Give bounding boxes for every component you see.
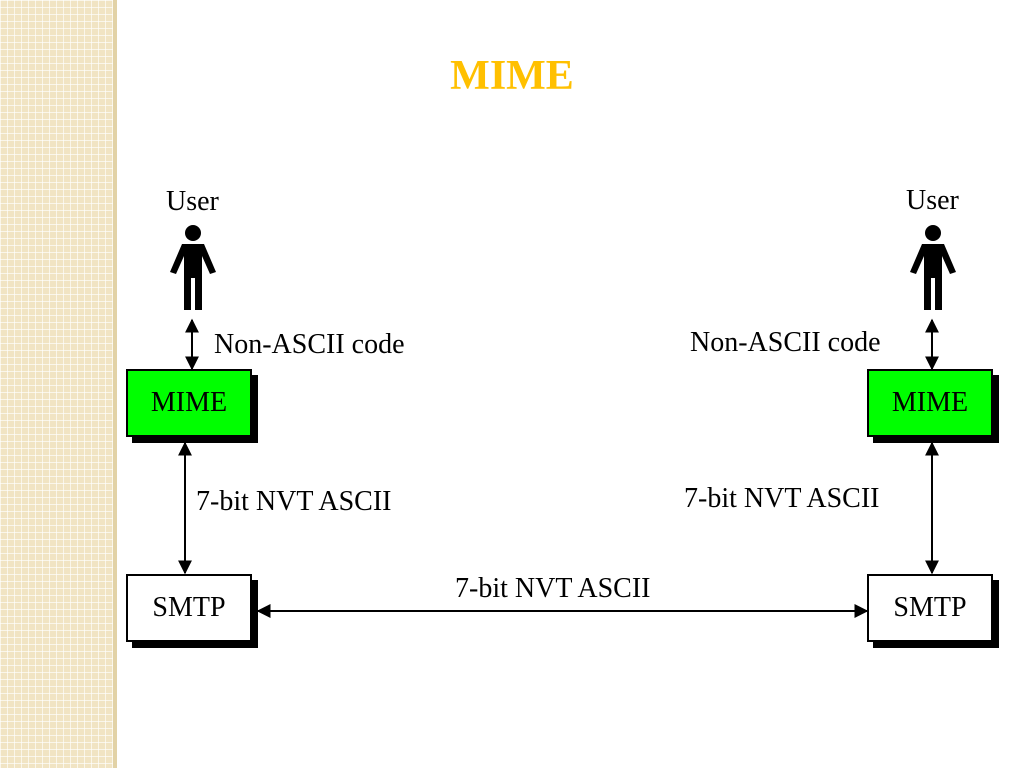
sidebar-edge <box>113 0 117 768</box>
user-icon <box>170 225 216 310</box>
left-upper-link-label: Non-ASCII code <box>214 329 405 360</box>
decorative-sidebar <box>0 0 113 768</box>
right-smtp-box: SMTP <box>867 574 993 642</box>
right-upper-link-label: Non-ASCII code <box>690 327 881 358</box>
user-icon <box>910 225 956 310</box>
left-user-label: User <box>166 186 219 217</box>
left-mime-box: MIME <box>126 369 252 437</box>
middle-link-label: 7-bit NVT ASCII <box>455 573 651 604</box>
left-smtp-box: SMTP <box>126 574 252 642</box>
page-title: MIME <box>450 53 574 99</box>
right-lower-link-label: 7-bit NVT ASCII <box>684 483 880 514</box>
left-lower-link-label: 7-bit NVT ASCII <box>196 486 392 517</box>
right-user-label: User <box>906 185 959 216</box>
right-mime-box: MIME <box>867 369 993 437</box>
